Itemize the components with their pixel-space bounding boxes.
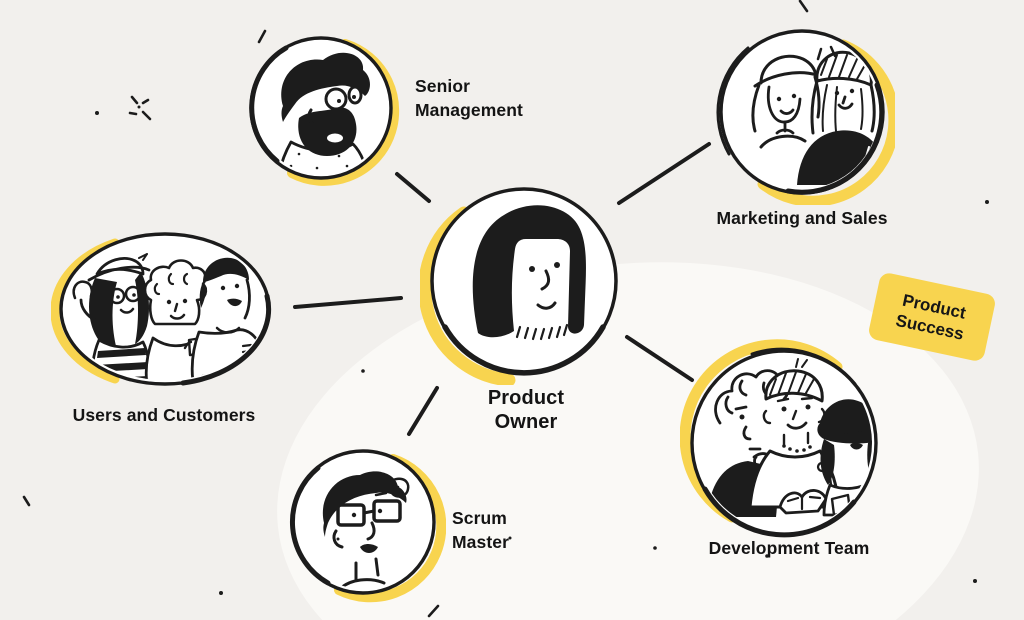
sketch-ring-accent xyxy=(785,82,885,195)
yellow-crescent xyxy=(420,206,516,385)
man-with-glasses-icon xyxy=(322,471,410,589)
yellow-crescent xyxy=(334,454,446,603)
label-users-customers: Users and Customers xyxy=(72,405,256,425)
node-product-owner xyxy=(420,177,628,385)
development-team-illustration xyxy=(680,339,878,538)
yellow-crescent xyxy=(680,339,843,523)
sketch-ring-accent xyxy=(180,293,272,386)
sketch-ring-accent xyxy=(289,465,331,586)
node-users-customers xyxy=(51,224,279,394)
sketch-ring-accent xyxy=(702,486,857,538)
label-development-team: Development Team xyxy=(708,538,870,558)
sketch-ring-swing xyxy=(750,347,857,386)
sketch-ring-accent xyxy=(249,45,289,164)
product-success-badge-label: Product Success xyxy=(894,290,968,344)
line-owner-to-marketing xyxy=(617,142,711,205)
line-owner-to-scrum xyxy=(407,386,439,436)
senior-management-illustration xyxy=(249,36,400,186)
label-scrum-master: Scrum Master xyxy=(452,508,510,552)
node-development-team xyxy=(680,339,888,547)
line-users-to-owner xyxy=(293,296,403,309)
node-marketing-sales xyxy=(709,19,895,205)
label-product-owner: Product Owner xyxy=(487,387,565,433)
yellow-crescent xyxy=(757,39,895,205)
product-owner-illustration xyxy=(420,187,618,385)
marketing-sales-illustration xyxy=(716,29,895,205)
sketch-ring-swing xyxy=(716,46,750,156)
label-senior-management: Senior Management xyxy=(415,76,523,120)
line-owner-to-development xyxy=(625,335,694,382)
node-senior-management xyxy=(239,26,403,190)
decorative-marks xyxy=(22,0,989,618)
connector-lines xyxy=(293,142,711,436)
node-scrum-master xyxy=(280,439,446,605)
line-senior-to-owner xyxy=(395,172,431,203)
label-marketing-sales: Marketing and Sales xyxy=(716,208,888,228)
yellow-crescent xyxy=(51,238,120,384)
woman-with-beret-icon xyxy=(472,205,586,341)
scrum-master-illustration xyxy=(289,449,446,603)
users-customers-illustration xyxy=(51,232,272,386)
two-women-icon xyxy=(751,45,879,185)
sketch-ring-accent xyxy=(442,324,606,376)
